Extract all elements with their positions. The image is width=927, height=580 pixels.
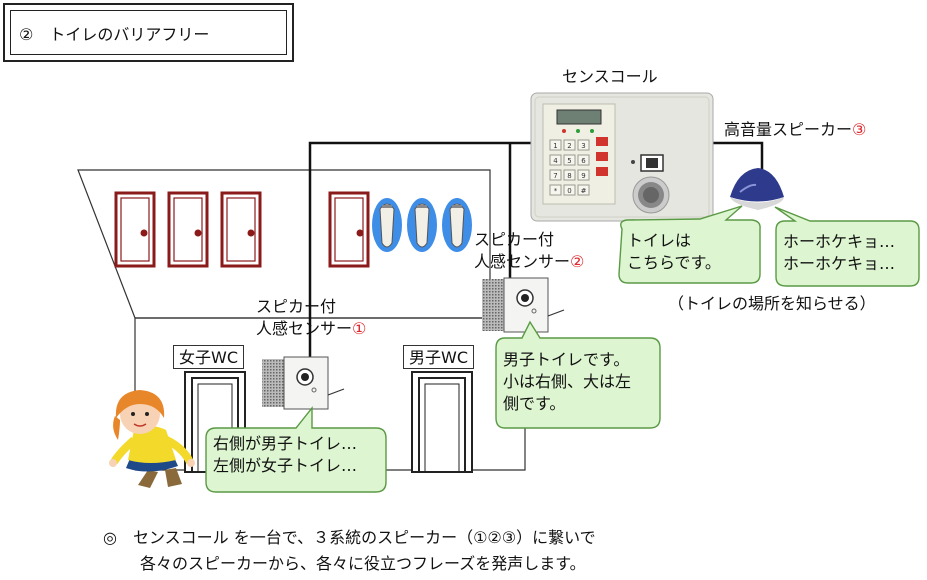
bubble-male-toilet — [495, 320, 661, 429]
bubble-male-toilet-text: 男子トイレです。 小は右側、大は左 側です。 — [503, 350, 632, 413]
speaker-label-number: ③ — [852, 120, 867, 139]
keypad-key — [549, 184, 562, 196]
urinal-icon — [407, 198, 437, 252]
location-caption: （トイレの場所を知らせる） — [668, 294, 876, 313]
keypad-key-label: * — [554, 187, 558, 195]
keypad-key — [563, 154, 576, 166]
sensor-1-label-line1: スピカー付 — [256, 297, 337, 316]
bubble-left-right — [205, 406, 387, 493]
keypad-key-label: 2 — [567, 142, 571, 150]
speaker-label: 高音量スピーカー③ — [724, 119, 866, 141]
door — [167, 191, 209, 268]
sensor-1-label: スピカー付 人感センサー① — [256, 296, 366, 340]
keypad-key-label: 8 — [567, 172, 571, 180]
footer-line-2: 各々のスピーカーから、各々に役立つフレーズを発声します。 — [140, 554, 586, 573]
keypad-key — [549, 154, 562, 166]
female-wc-label: 女子WC — [173, 345, 244, 369]
keypad-key — [577, 154, 590, 166]
page-title: ② トイレのバリアフリー — [10, 10, 287, 55]
sensor-2-label: スピカー付 人感センサー② — [474, 229, 584, 273]
woman-figure-icon — [109, 390, 195, 488]
title-box: ② トイレのバリアフリー — [3, 3, 294, 62]
motion-sensor-speaker-2 — [482, 277, 565, 333]
sensor-1-label-line2: 人感センサー — [256, 319, 353, 338]
male-wc-doorway — [411, 371, 473, 473]
keypad-key-label: 5 — [567, 157, 571, 165]
keypad-key — [563, 184, 576, 196]
urinal-icon — [372, 198, 402, 252]
sensor-1-label-number: ① — [352, 319, 367, 338]
keypad-key-label: 1 — [553, 142, 557, 150]
keypad-key-label: # — [581, 187, 587, 195]
toilet-doors — [114, 191, 370, 268]
speaker-label-text: 高音量スピーカー — [724, 120, 853, 139]
keypad-key — [577, 139, 590, 151]
bubble-toilet-here-text: トイレは こちらです。 — [627, 231, 721, 272]
high-volume-speaker-icon — [730, 168, 784, 210]
sensor-2-label-line2: 人感センサー — [474, 252, 571, 271]
door — [114, 191, 156, 268]
keypad-key — [563, 139, 576, 151]
device-speaker-grille-icon — [632, 176, 670, 214]
motion-sensor-speaker-1 — [262, 356, 345, 410]
sensor-2-label-number: ② — [570, 252, 585, 271]
keypad-key — [549, 169, 562, 181]
door — [328, 191, 370, 268]
urinals — [372, 198, 472, 252]
footer-line-1: ◎ センスコール を一台で、３系統のスピーカー（①②③）に繋いで — [103, 528, 596, 547]
keypad-key-label: 7 — [553, 172, 557, 180]
bubble-toilet-here — [618, 205, 761, 284]
keypad-key-label: 0 — [567, 187, 571, 195]
door — [220, 191, 262, 268]
keypad-key-label: 3 — [581, 142, 585, 150]
device-side-buttons — [596, 137, 608, 176]
speech-bubbles — [205, 205, 920, 493]
keypad-key — [577, 169, 590, 181]
keypad-key — [563, 169, 576, 181]
keypad-key-label: 6 — [581, 157, 586, 165]
bubble-bird-text: ホーホケキョ… ホーホケキョ… — [783, 232, 896, 273]
keypad-key-label: 9 — [581, 172, 585, 180]
device-label: センスコール — [562, 67, 658, 86]
male-wc-label: 男子WC — [403, 345, 474, 369]
keypad-key — [549, 139, 562, 151]
bubble-bird — [774, 206, 920, 287]
sensor-2-label-line1: スピカー付 — [474, 230, 555, 249]
keypad-key-label: 4 — [553, 157, 558, 165]
bubble-left-right-text: 右側が男子トイレ… 左側が女子トイレ… — [213, 434, 358, 475]
wiring — [308, 141, 764, 358]
urinal-icon — [442, 198, 472, 252]
keypad-key — [577, 184, 590, 196]
